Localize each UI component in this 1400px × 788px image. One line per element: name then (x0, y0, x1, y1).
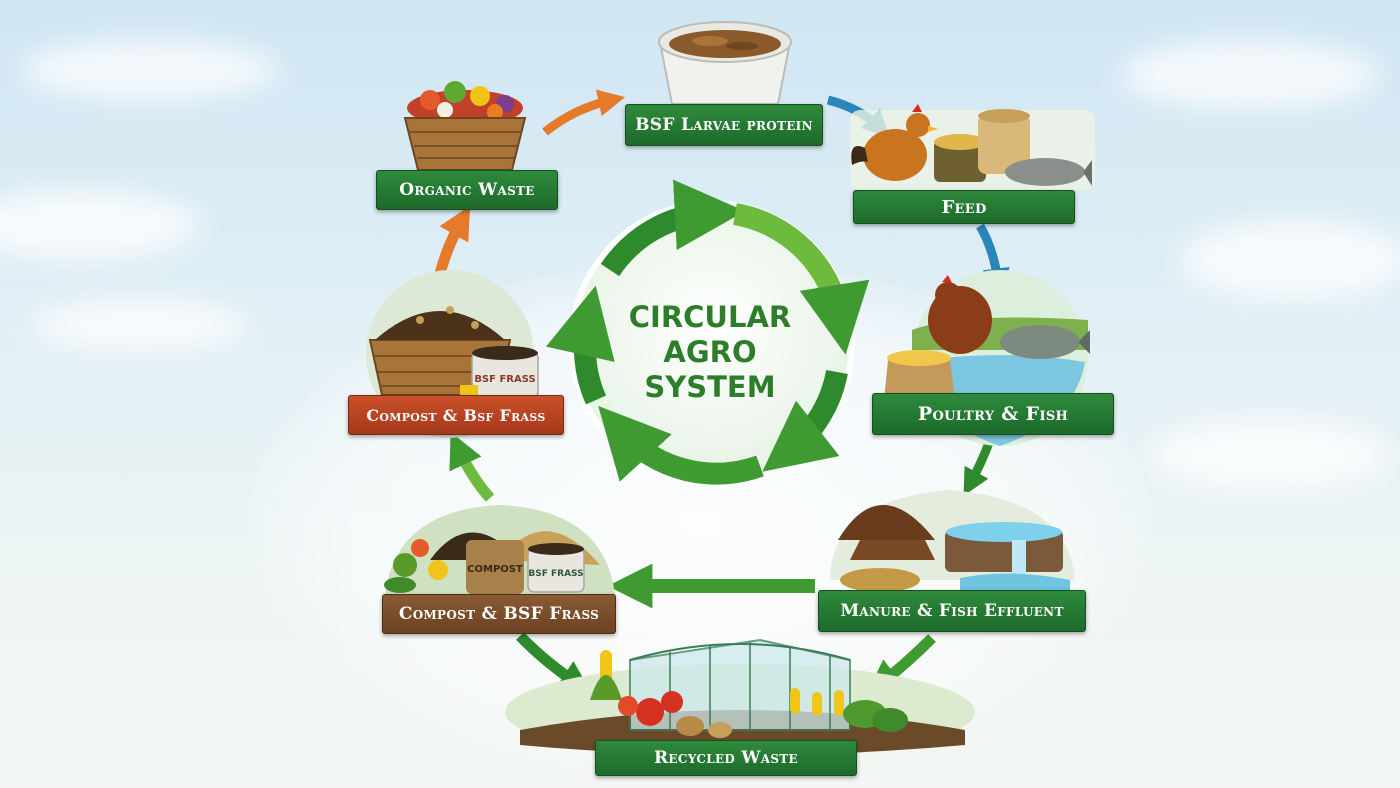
center-title-line: SYSTEM (644, 370, 776, 404)
center-title-line: CIRCULAR (628, 300, 792, 334)
sack-label-frass-lower: BSF FRASS (528, 569, 583, 579)
cloud (20, 40, 280, 100)
cloud (0, 190, 200, 260)
cloud (1150, 420, 1390, 490)
label-recycled-waste: Recycled Waste (595, 740, 857, 776)
sack-label-compost: COMPOST (467, 564, 523, 575)
center-cycle-circle (545, 179, 870, 486)
arrow-waste-to-bsf (542, 89, 626, 136)
label-compost-bsf-frass-lower: Compost & BSF Frass (382, 594, 616, 634)
cloud (30, 300, 250, 350)
label-feed: Feed (853, 190, 1075, 224)
recycled-waste-illustration (505, 638, 975, 760)
label-poultry-fish: Poultry & Fish (872, 393, 1114, 435)
center-title: CIRCULAR AGRO SYSTEM (610, 300, 810, 405)
sack-label-frass-upper: BSF FRASS (474, 374, 535, 385)
label-bsf-larvae-protein: BSF Larvae protein (625, 104, 823, 146)
arrow-compost-to-recycled (516, 632, 592, 694)
cloud (1180, 220, 1400, 300)
cloud (1120, 40, 1380, 110)
manure-effluent-illustration (830, 490, 1075, 592)
compost-lower-illustration: COMPOST BSF FRASS (384, 505, 615, 595)
label-manure-fish-effluent: Manure & Fish Effluent (818, 590, 1086, 632)
label-organic-waste: Organic Waste (376, 170, 558, 210)
arrow-poultry-to-manure (963, 438, 995, 496)
label-compost-bsf-frass-upper: Compost & Bsf Frass (348, 395, 564, 435)
center-title-line: AGRO (663, 335, 757, 369)
bsf-larvae-bowl-illustration (658, 21, 792, 105)
arrow-compost-lower-to-upper (449, 432, 495, 502)
feed-illustration (850, 104, 1095, 190)
organic-waste-basket-illustration (403, 81, 527, 171)
